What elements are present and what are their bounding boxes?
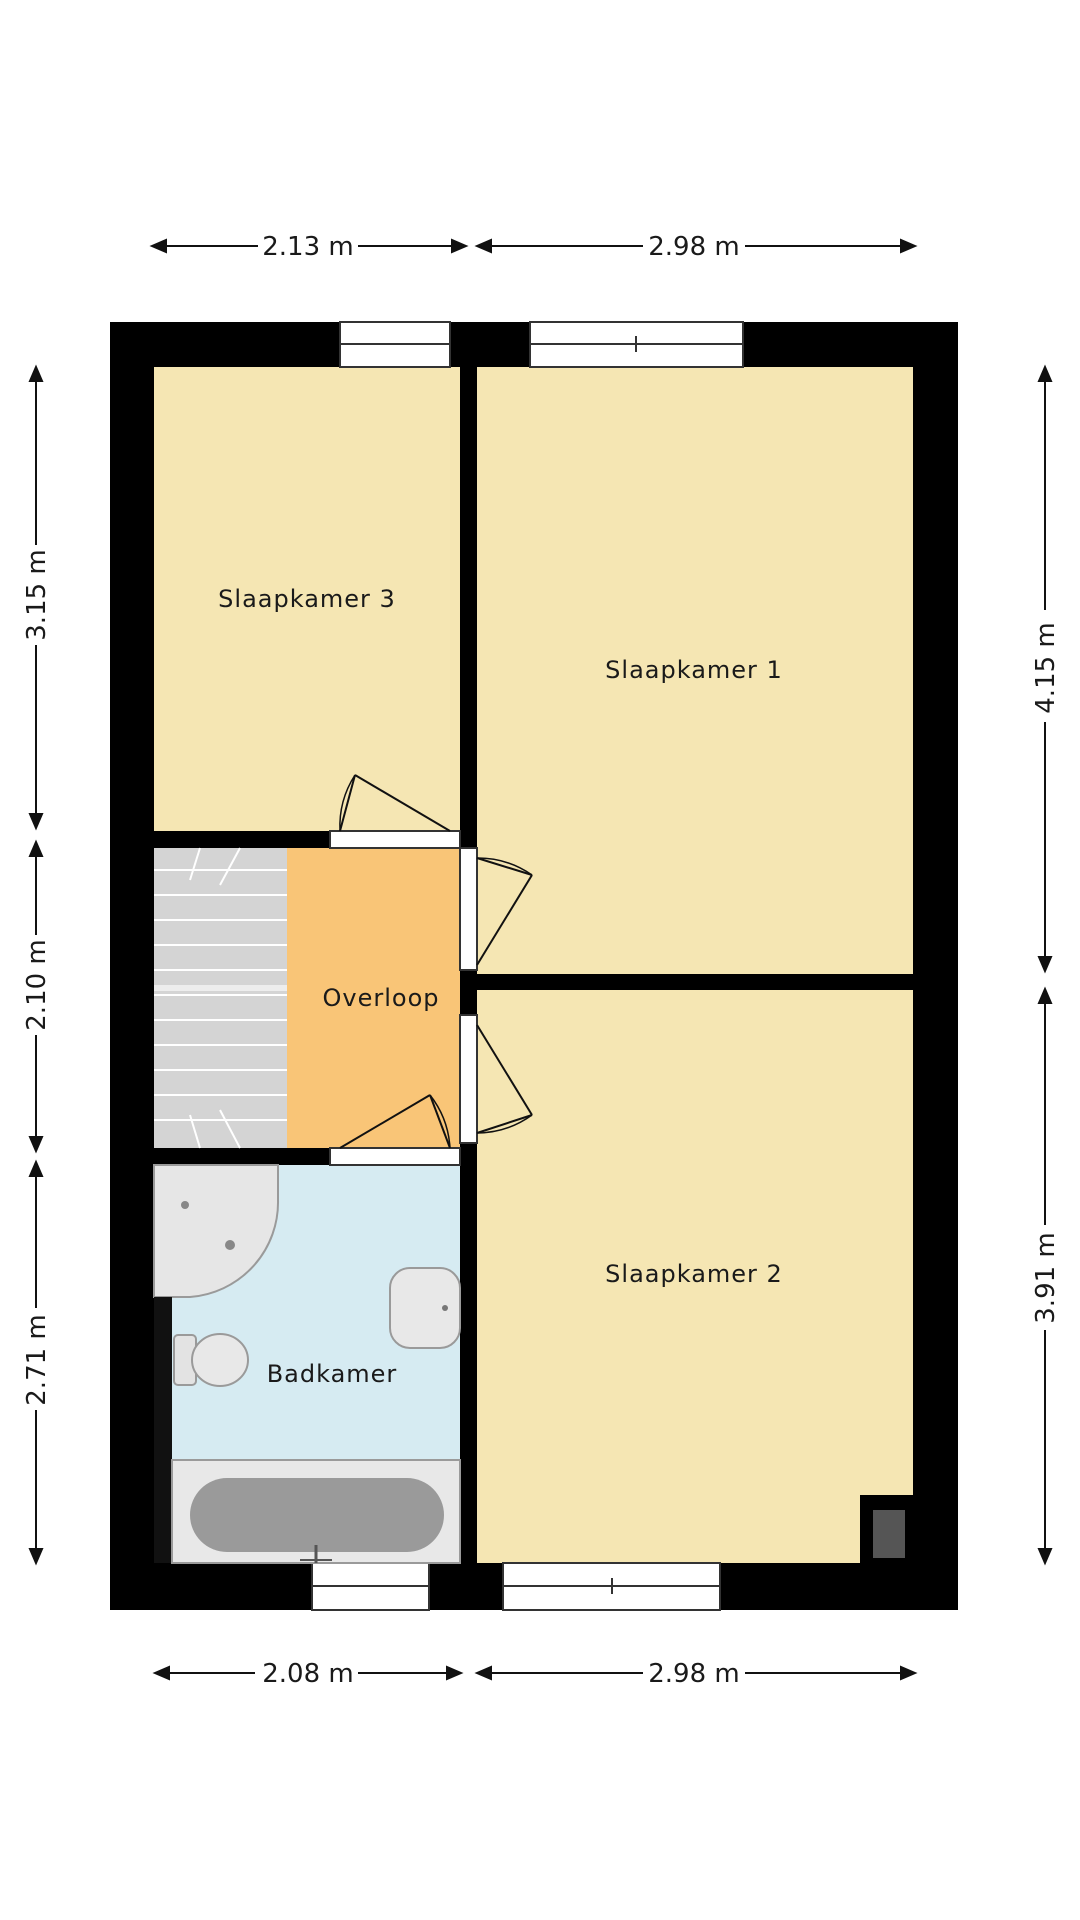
room-label-slaapkamer-1: Slaapkamer 1 (605, 656, 783, 684)
room-label-badkamer: Badkamer (267, 1360, 398, 1388)
shower-icon (153, 1164, 280, 1298)
dim-left-middle: 2.10 m (22, 939, 52, 1030)
sink-icon (389, 1267, 461, 1349)
dim-right-bottom: 3.91 m (1031, 1232, 1061, 1323)
dim-top-left: 2.13 m (262, 232, 353, 262)
dim-bottom-left: 2.08 m (262, 1659, 353, 1689)
room-label-overloop: Overloop (323, 984, 440, 1012)
room-slaapkamer-2 (477, 990, 913, 1563)
dim-left-top: 3.15 m (22, 549, 52, 640)
room-label-slaapkamer-3: Slaapkamer 3 (218, 585, 396, 613)
windows (311, 321, 744, 1611)
bathtub-icon (171, 1459, 461, 1564)
bathroom-fixtures (153, 1164, 461, 1564)
shaft-inner (873, 1510, 905, 1558)
toilet-icon (173, 1333, 249, 1387)
dim-bottom-right: 2.98 m (648, 1659, 739, 1689)
room-label-slaapkamer-2: Slaapkamer 2 (605, 1260, 783, 1288)
dim-left-bottom: 2.71 m (22, 1314, 52, 1405)
dimension-lines (28, 238, 1053, 1681)
staircase (154, 847, 287, 1149)
dim-top-right: 2.98 m (648, 232, 739, 262)
room-slaapkamer-1 (477, 367, 913, 974)
dim-right-top: 4.15 m (1031, 622, 1061, 713)
doors (329, 774, 533, 1166)
room-slaapkamer-3 (154, 367, 460, 831)
